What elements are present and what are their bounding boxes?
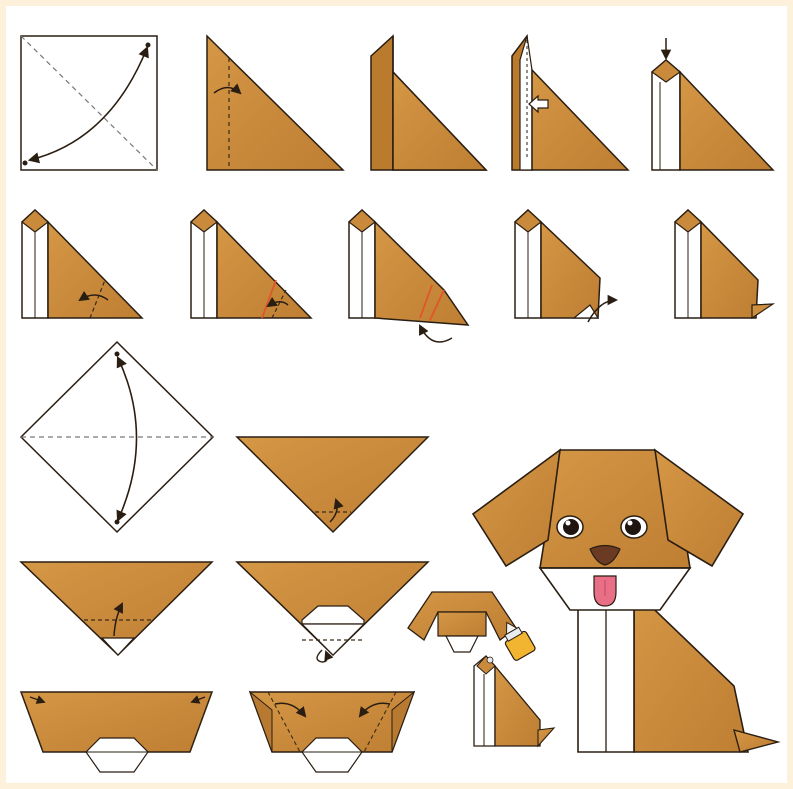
head-step-4 [237,562,428,662]
step-3-strip [371,36,486,170]
head-step-6 [250,692,414,772]
step-7 [191,210,311,318]
diagram-canvas [6,6,787,783]
origami-dog-diagram [6,6,787,783]
step-10 [675,210,773,318]
assembly-small-body [474,656,554,746]
head-step-1-diamond [21,342,213,532]
assembly-small-head [408,592,516,652]
dog-left-eye [557,516,583,538]
head-step-5 [21,692,212,772]
step-1-square [21,36,157,170]
dog-right-eye [621,516,647,538]
step-5-point [652,38,773,170]
step-2-triangle [207,36,343,170]
dog-tail [734,730,778,752]
step-9 [515,210,616,322]
dog-body [634,590,748,752]
step-4-squash [512,36,628,170]
head-step-2-triangle [237,437,428,532]
turn-over-icon [420,326,452,342]
head-step-3 [21,562,212,655]
step-6 [22,210,142,318]
step-8 [349,210,468,342]
turn-over-icon [317,650,327,662]
